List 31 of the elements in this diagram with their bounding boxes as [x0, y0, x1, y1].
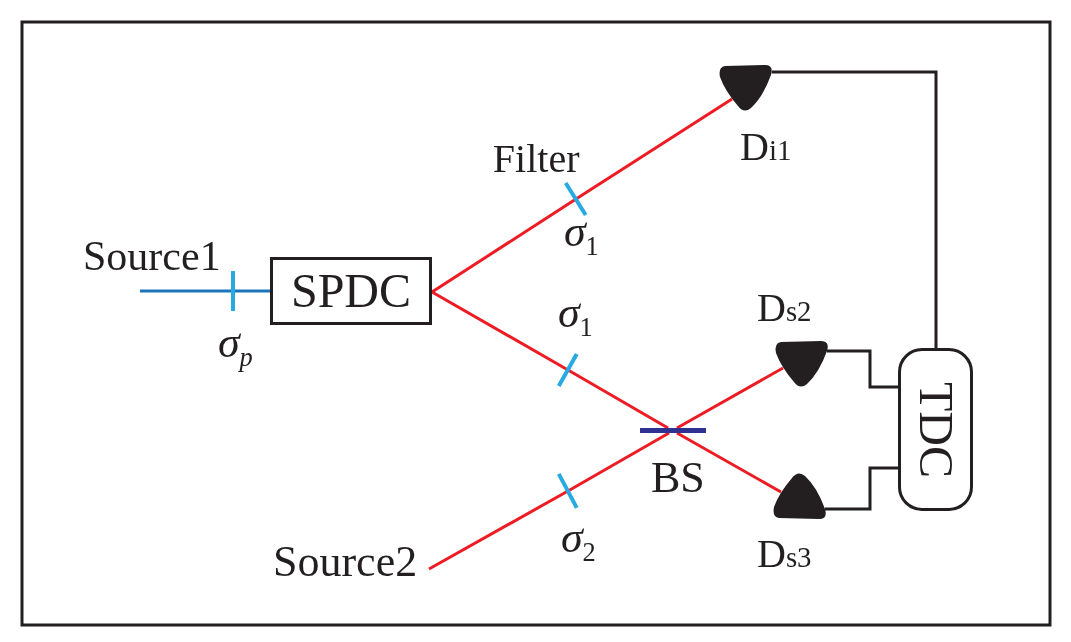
- beam-line: [140, 289, 233, 293]
- beam-line: [233, 289, 270, 293]
- detector-symbol: [773, 473, 827, 521]
- process-box: SPDC: [270, 257, 432, 325]
- beam-line: [431, 290, 569, 372]
- beam-line: [431, 197, 577, 294]
- beam-line: [567, 368, 669, 430]
- source-label: Source1: [83, 235, 221, 291]
- signal-wire: [827, 349, 898, 389]
- beam-line: [575, 97, 733, 201]
- process-box: TDC: [898, 348, 973, 511]
- sigma-label: σ$_{2}$: [560, 516, 597, 570]
- beam-line: [676, 366, 784, 430]
- sigma-label: σ$_{p}$: [217, 321, 254, 375]
- splitter-label: BS: [650, 456, 706, 505]
- detector-symbol: [775, 339, 829, 387]
- beam-line: [567, 431, 670, 493]
- beam-line: [428, 489, 569, 571]
- source-label: Source2: [273, 540, 430, 584]
- filter-symbol: [231, 271, 235, 311]
- beam-splitter-symbol: [640, 428, 706, 433]
- sigma-label: σ$_{1}$: [557, 291, 594, 345]
- filter-symbol: [557, 473, 579, 509]
- filter-symbol: [564, 181, 588, 217]
- beam-line: [676, 431, 782, 494]
- signal-wire: [825, 466, 898, 511]
- sigma-label: σ$_{1}$: [563, 210, 600, 264]
- filter-symbol: [557, 353, 579, 387]
- detector-symbol: [719, 63, 773, 111]
- filter-label: Filter: [492, 138, 581, 183]
- signal-wire: [772, 70, 938, 348]
